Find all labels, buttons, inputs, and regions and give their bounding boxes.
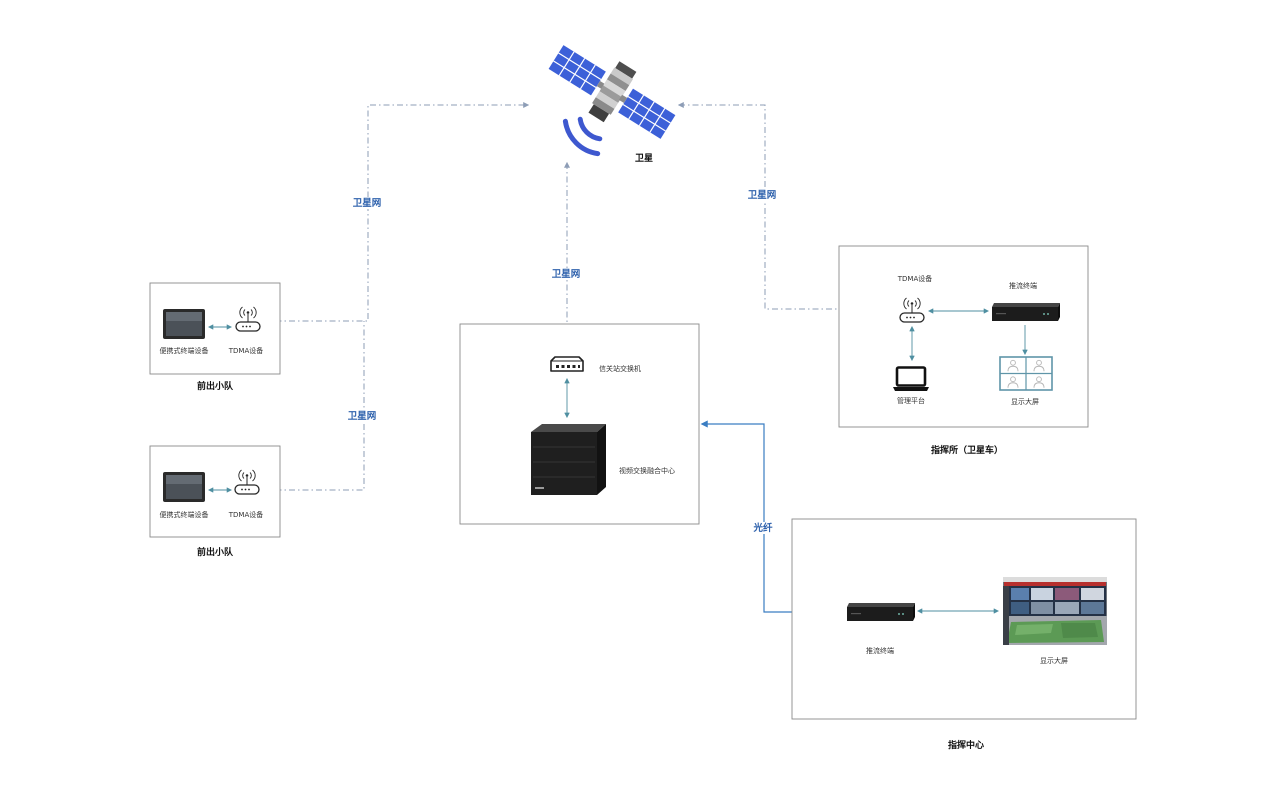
satellite-icon — [548, 45, 676, 139]
team-caption: 前出小队 — [197, 380, 234, 392]
wireless-router-icon — [899, 297, 925, 323]
tdma-label: TDMA设备 — [228, 346, 264, 355]
command-center-group: 推流终端 显示大屏 指挥中心 — [791, 518, 1137, 751]
link-label-text: 卫星网 — [353, 198, 382, 209]
display-label: 显示大屏 — [1040, 656, 1068, 665]
laptop-icon — [893, 366, 929, 391]
display-label: 显示大屏 — [1011, 397, 1039, 406]
link-label-text: 光纤 — [752, 522, 773, 534]
uplink-command-post — [677, 102, 893, 310]
link-label-gateway: 卫星网 — [551, 268, 581, 280]
control-room-photo — [1003, 577, 1107, 645]
link-label-fiber: 光纤 — [752, 522, 774, 534]
wireless-router-icon — [234, 469, 260, 495]
streaming-device-icon — [992, 303, 1060, 321]
terminal-label: 便携式终端设备 — [160, 510, 209, 519]
signal-waves-icon — [562, 116, 603, 157]
solar-panel-right — [618, 88, 676, 139]
tablet-icon — [163, 309, 205, 339]
link-label-team-1: 卫星网 — [352, 197, 382, 209]
gateway-group: 信关站交换机 视频交换融合中心 — [459, 323, 700, 525]
team-caption: 前出小队 — [197, 546, 234, 558]
streamer-label: 推流终端 — [866, 646, 894, 655]
satellite-label: 卫星 — [635, 153, 653, 164]
management-label: 管理平台 — [897, 396, 925, 405]
command-post-box — [838, 245, 1089, 428]
link-label-team-2: 卫星网 — [347, 410, 377, 422]
terminal-label: 便携式终端设备 — [160, 346, 209, 355]
satellite-body — [588, 61, 637, 123]
command-post-caption: 指挥所（卫星车） — [931, 444, 1003, 456]
switch-label: 信关站交换机 — [599, 364, 641, 373]
fusion-center-label: 视频交换融合中心 — [619, 466, 675, 475]
solar-panel-left — [548, 45, 606, 96]
team-2-group: 便携式终端设备 TDMA设备 前出小队 — [149, 445, 281, 558]
network-switch-icon — [550, 356, 584, 372]
tablet-icon — [163, 472, 205, 502]
command-center-caption: 指挥中心 — [948, 739, 984, 751]
link-label-text: 卫星网 — [748, 190, 777, 201]
streamer-label: 推流终端 — [1009, 281, 1037, 290]
wireless-router-icon — [235, 306, 261, 332]
rack-server-icon — [531, 424, 606, 495]
team-1-group: 便携式终端设备 TDMA设备 前出小队 — [149, 282, 281, 392]
command-post-group: TDMA设备 推流终端 管理平台 — [838, 245, 1089, 456]
video-wall-icon — [999, 356, 1053, 391]
link-label-command-post: 卫星网 — [747, 189, 777, 201]
link-label-text: 卫星网 — [552, 269, 581, 280]
link-label-text: 卫星网 — [348, 411, 377, 422]
uplink-team-1 — [260, 102, 530, 324]
tdma-label: TDMA设备 — [228, 510, 264, 519]
tdma-label: TDMA设备 — [897, 274, 933, 283]
streaming-device-icon — [847, 603, 915, 621]
